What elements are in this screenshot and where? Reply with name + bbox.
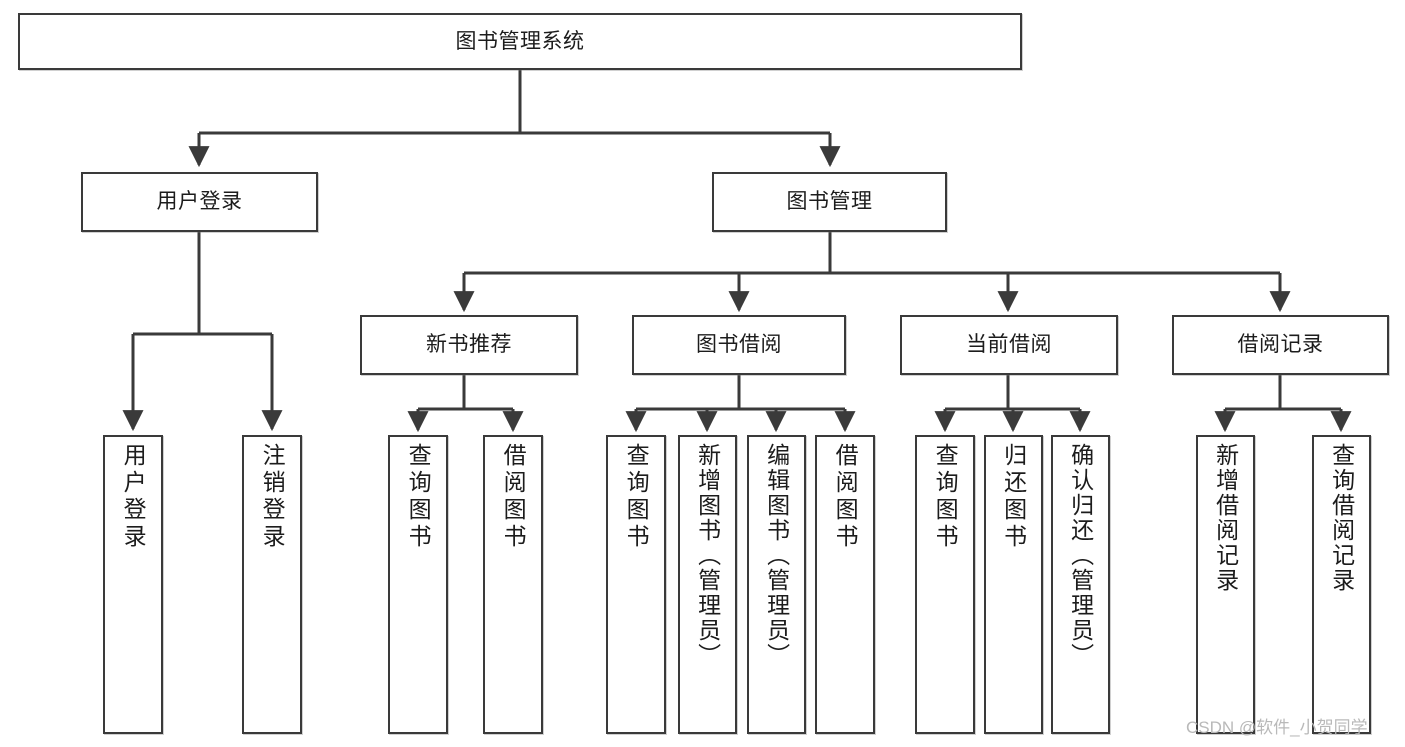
- node-leaf-edit-book-label: 编辑图书（管理员）: [763, 443, 790, 668]
- node-leaf-confirm-return[interactable]: 确认归还（管理员）: [1051, 435, 1110, 734]
- node-leaf-edit-book[interactable]: 编辑图书（管理员）: [747, 435, 806, 734]
- node-leaf-borrow-book-2[interactable]: 借阅图书: [815, 435, 875, 734]
- node-leaf-query-book-2[interactable]: 查询图书: [606, 435, 666, 734]
- node-book-manage[interactable]: 图书管理: [712, 172, 947, 232]
- node-book-manage-label: 图书管理: [786, 190, 873, 214]
- node-new-book-rec[interactable]: 新书推荐: [360, 315, 578, 375]
- node-borrow-record-label: 借阅记录: [1237, 333, 1324, 357]
- node-leaf-query-book-3[interactable]: 查询图书: [915, 435, 975, 734]
- node-leaf-borrow-book-2-label: 借阅图书: [832, 443, 859, 551]
- watermark: CSDN @软件_小贺同学: [1186, 718, 1368, 737]
- node-book-borrow[interactable]: 图书借阅: [632, 315, 846, 375]
- node-leaf-add-book[interactable]: 新增图书（管理员）: [678, 435, 737, 734]
- node-book-borrow-label: 图书借阅: [696, 333, 782, 357]
- node-leaf-return-book-label: 归还图书: [1000, 443, 1027, 551]
- node-root[interactable]: 图书管理系统: [18, 13, 1022, 70]
- node-user-login-label: 用户登录: [156, 190, 243, 214]
- node-leaf-user-login-label: 用户登录: [120, 443, 147, 551]
- node-user-login[interactable]: 用户登录: [81, 172, 318, 232]
- node-leaf-confirm-return-label: 确认归还（管理员）: [1067, 443, 1094, 668]
- node-leaf-borrow-book-1-label: 借阅图书: [500, 443, 527, 551]
- node-leaf-add-book-label: 新增图书（管理员）: [694, 443, 721, 668]
- node-current-borrow[interactable]: 当前借阅: [900, 315, 1118, 375]
- node-new-book-rec-label: 新书推荐: [426, 333, 512, 357]
- node-current-borrow-label: 当前借阅: [966, 333, 1052, 357]
- node-leaf-add-record[interactable]: 新增借阅记录: [1196, 435, 1255, 734]
- node-leaf-user-login[interactable]: 用户登录: [103, 435, 163, 734]
- node-leaf-query-book-1[interactable]: 查询图书: [388, 435, 448, 734]
- node-leaf-user-logout-label: 注销登录: [259, 443, 286, 551]
- node-leaf-query-book-3-label: 查询图书: [932, 443, 959, 551]
- node-leaf-user-logout[interactable]: 注销登录: [242, 435, 302, 734]
- node-leaf-query-record-label: 查询借阅记录: [1328, 443, 1355, 593]
- node-leaf-return-book[interactable]: 归还图书: [984, 435, 1043, 734]
- node-root-label: 图书管理系统: [455, 29, 585, 53]
- node-leaf-query-book-1-label: 查询图书: [405, 443, 432, 551]
- node-leaf-query-book-2-label: 查询图书: [623, 443, 650, 551]
- node-leaf-borrow-book-1[interactable]: 借阅图书: [483, 435, 543, 734]
- node-borrow-record[interactable]: 借阅记录: [1172, 315, 1389, 375]
- node-leaf-add-record-label: 新增借阅记录: [1212, 443, 1239, 593]
- node-leaf-query-record[interactable]: 查询借阅记录: [1312, 435, 1371, 734]
